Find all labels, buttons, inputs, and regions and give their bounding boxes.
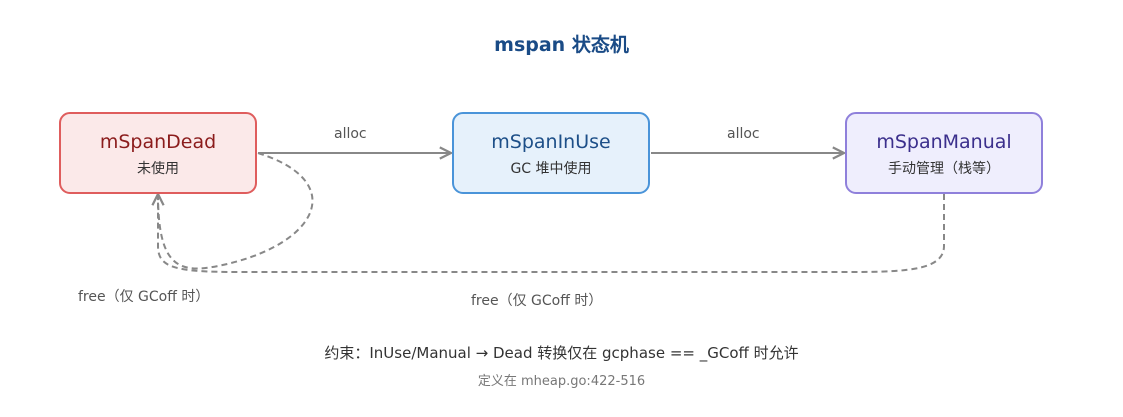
- source-note: 定义在 mheap.go:422-516: [477, 374, 646, 389]
- node-desc: GC 堆中使用: [510, 161, 592, 177]
- edge-inuse-free-to-dead: [158, 152, 314, 270]
- edge-label-alloc-2: alloc: [727, 126, 760, 142]
- diagram-title: mspan 状态机: [494, 34, 629, 56]
- node-desc: 手动管理（栈等）: [888, 161, 1000, 177]
- node-desc: 未使用: [137, 161, 179, 177]
- constraint-note: 约束：InUse/Manual → Dead 转换仅在 gcphase == _…: [324, 344, 799, 362]
- node-mspaninuse: mSpanInUse GC 堆中使用: [452, 112, 650, 194]
- node-name: mSpanInUse: [491, 131, 611, 153]
- node-mspanmanual: mSpanManual 手动管理（栈等）: [845, 112, 1043, 194]
- edge-label-alloc-1: alloc: [334, 126, 367, 142]
- node-mspandead: mSpanDead 未使用: [59, 112, 257, 194]
- edge-manual-free-to-dead: [157, 194, 945, 273]
- edge-label-manual-free: free（仅 GCoff 时）: [471, 293, 603, 309]
- node-name: mSpanManual: [876, 131, 1012, 153]
- edge-label-inuse-free: free（仅 GCoff 时）: [78, 289, 210, 305]
- node-name: mSpanDead: [99, 131, 217, 153]
